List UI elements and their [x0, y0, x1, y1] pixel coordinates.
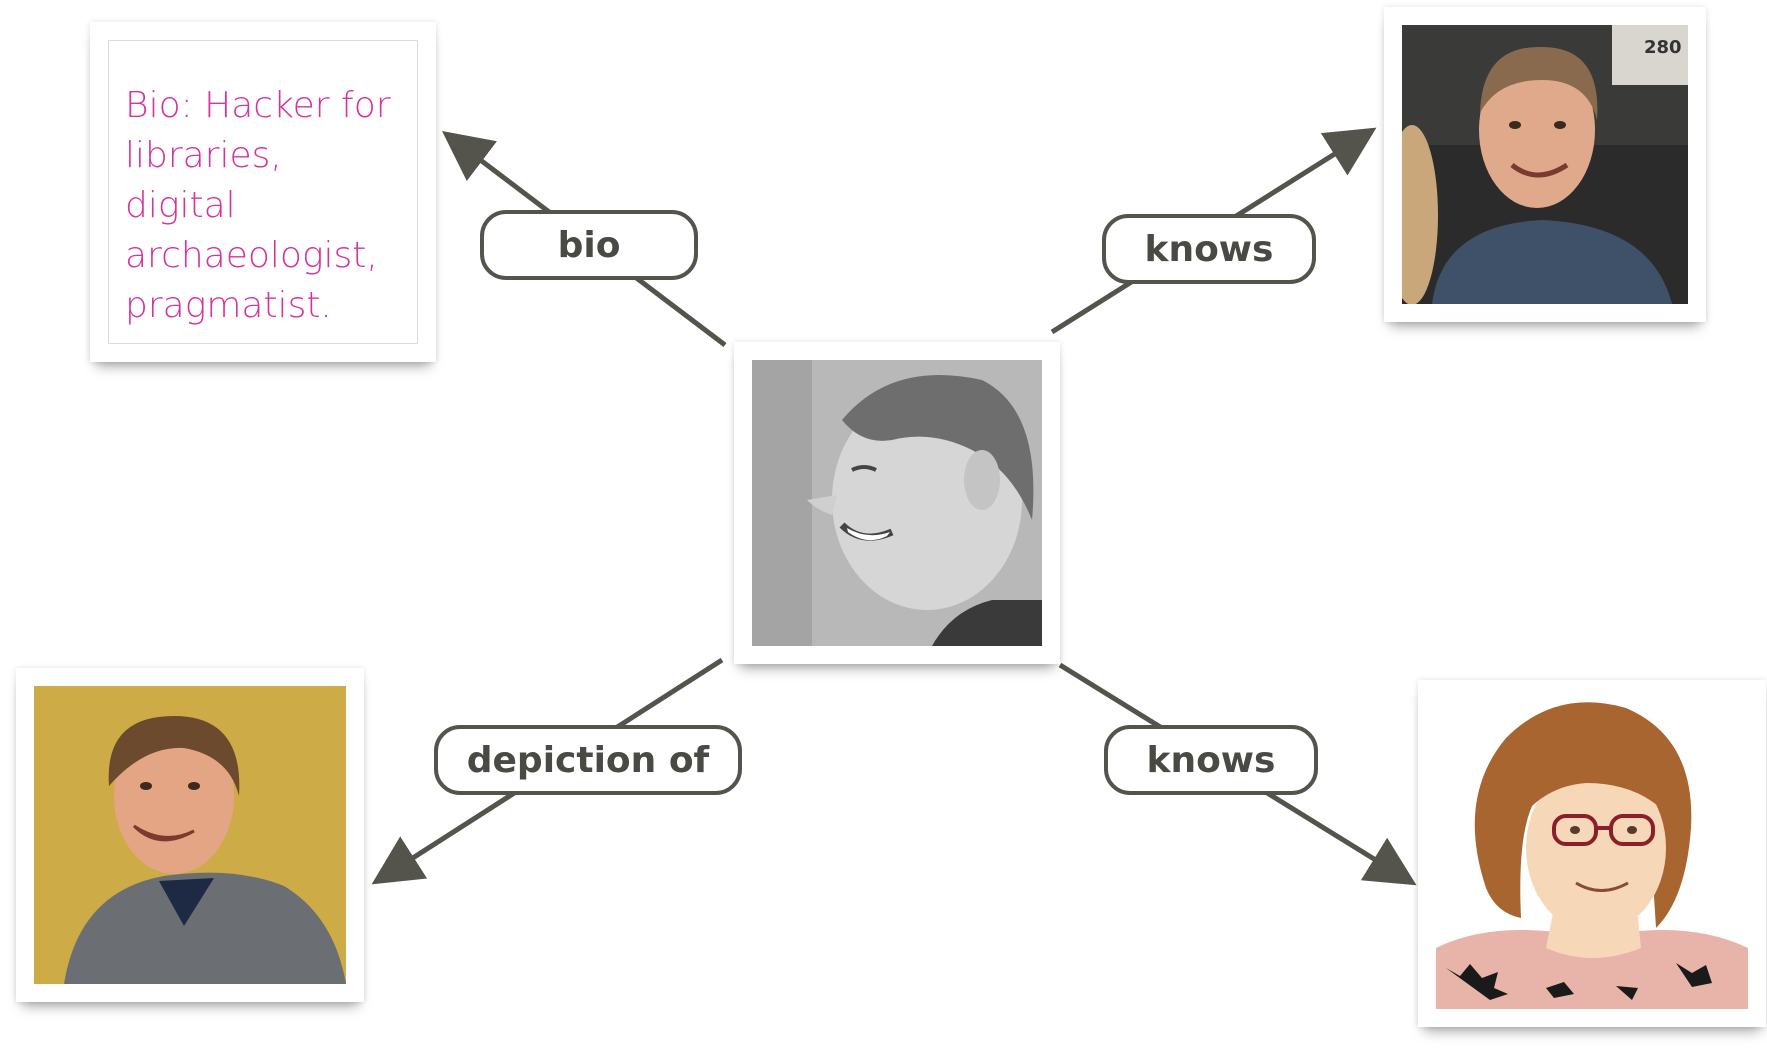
photo-card-center: [734, 342, 1060, 664]
cartoon-woman-image: [1436, 698, 1748, 1009]
photo-card-top-right: 280: [1384, 7, 1706, 322]
edge-label-knows-bottom: knows: [1104, 725, 1318, 795]
edge-label-bio: bio: [480, 210, 698, 280]
bio-card: Bio: Hacker for libraries, digital archa…: [90, 22, 436, 362]
edge-label-knows-top: knows: [1102, 214, 1316, 284]
photo-card-bottom-right: [1418, 680, 1766, 1027]
portrait-grayscale-man-image: [752, 360, 1042, 646]
svg-text:280: 280: [1644, 37, 1682, 58]
edge-label-depiction-of: depiction of: [434, 725, 742, 795]
portrait-man-bottom-left-image: [34, 686, 346, 984]
bio-text: Bio: Hacker for libraries, digital archa…: [125, 85, 391, 326]
photo-card-bottom-left: [16, 668, 364, 1002]
portrait-man-top-right-image: 280: [1402, 25, 1688, 304]
